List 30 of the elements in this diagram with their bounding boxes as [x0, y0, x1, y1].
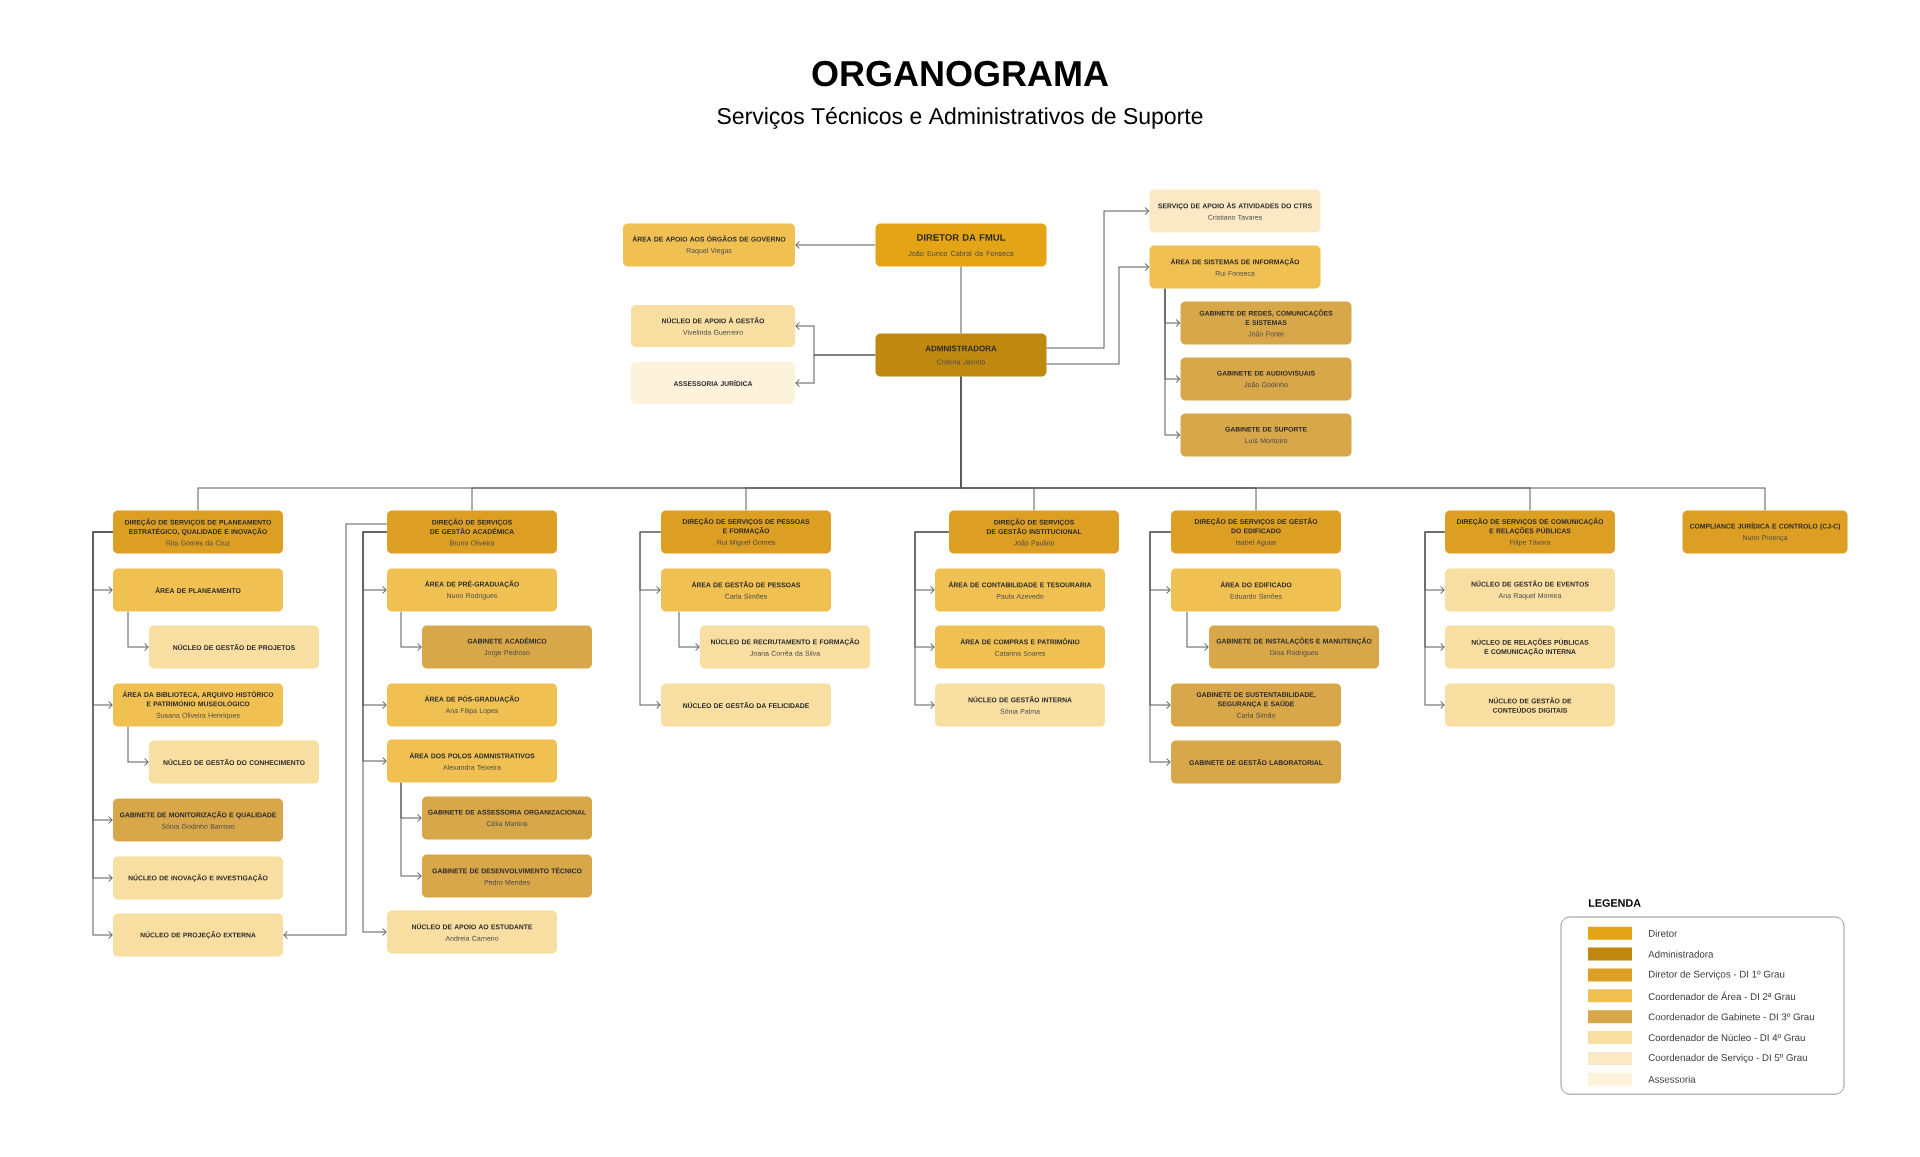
- arrow: [1046, 263, 1150, 365]
- title: ORGANOGRAMA: [812, 60, 1109, 87]
- legend-label: Coordenador de Gabinete - DI 3º Grau: [1648, 1013, 1814, 1021]
- arrow: [283, 523, 388, 939]
- legend-label: Coordenador de Área - DI 2ª Grau: [1648, 991, 1796, 1001]
- arrow: [639, 531, 662, 709]
- legend-label: Coordenador de Serviço - DI 5º Grau: [1648, 1053, 1807, 1063]
- arrow: [1149, 531, 1172, 766]
- legend-label: Coordenador de Núcleo - DI 4º Grau: [1648, 1033, 1805, 1042]
- arrow: [678, 611, 700, 651]
- arrow: [1424, 531, 1446, 709]
- arrow: [400, 611, 422, 651]
- arrow: [914, 531, 950, 709]
- subtitle: Serviços Técnicos e Administrativos de Suporte: [717, 107, 1203, 129]
- arrow: [795, 241, 876, 249]
- arrow: [795, 354, 876, 387]
- legend-label: Diretor de Serviços - DI 1º Grau: [1649, 970, 1785, 980]
- connector-line: [960, 266, 962, 334]
- connector-line: [960, 376, 1766, 511]
- arrow: [362, 531, 388, 936]
- arrow: [1046, 207, 1150, 349]
- arrow: [1164, 288, 1181, 439]
- arrow: [127, 611, 149, 651]
- legend-label: Assessoria: [1648, 1075, 1696, 1083]
- arrow: [1186, 611, 1209, 651]
- legend-label: Diretor: [1649, 929, 1678, 937]
- arrow: [400, 782, 422, 880]
- arrow: [127, 726, 149, 766]
- legend-label: Administradora: [1648, 950, 1714, 958]
- legend-title: LEGENDA: [1588, 899, 1641, 907]
